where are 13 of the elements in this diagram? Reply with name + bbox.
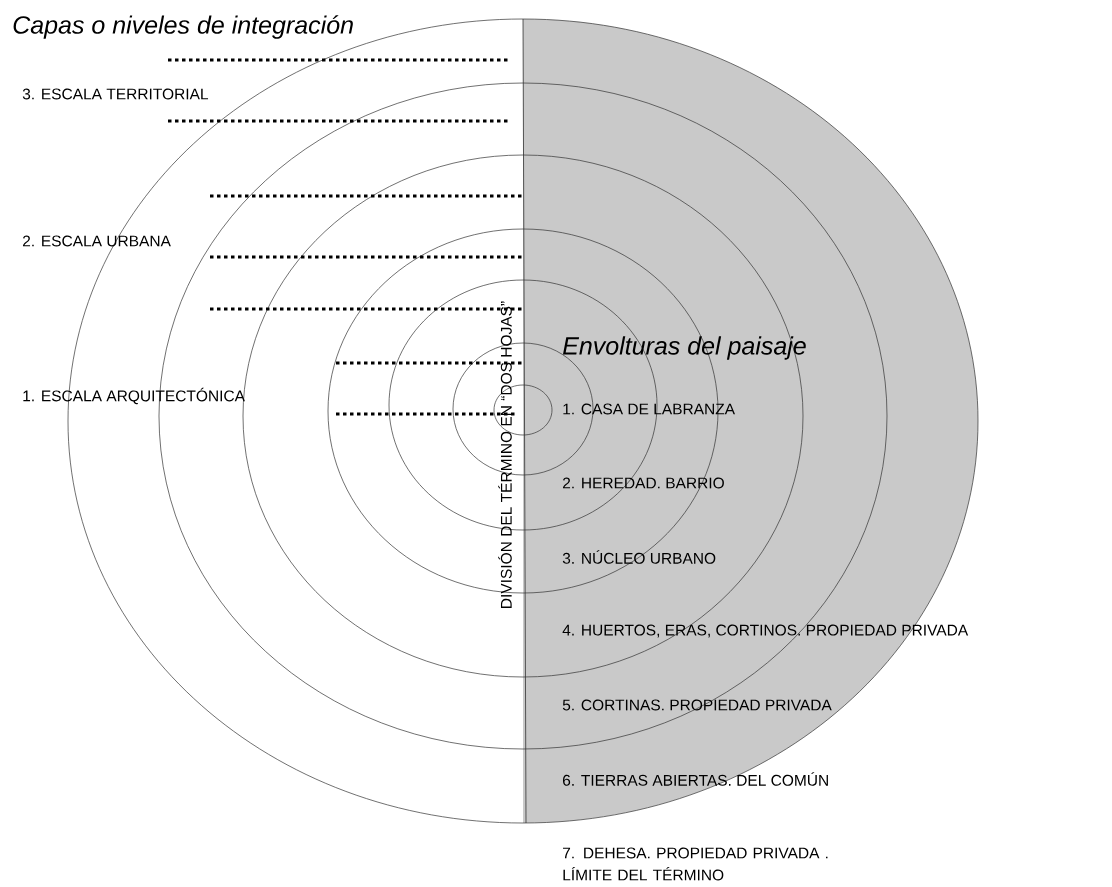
scale-label: 1. CASA DE LABRANZA [563,403,735,415]
scale-label: 3. ESCALA TERRITORIAL [22,88,209,100]
scale-label: 1. ESCALA ARQUITECTÓNICA [23,387,245,405]
scale-label: 2. ESCALA URBANA [23,235,171,247]
scale-label: 2. HEREDAD. BARRIO [563,477,724,489]
scale-label: 7. DEHESA. PROPIEDAD PRIVADA . LÍMITE DEL TÉRMINO [563,847,828,881]
scale-label: 5. CORTINAS. PROPIEDAD PRIVADA [562,699,832,711]
scale-label: 3. NÚCLEO URBANO [562,550,716,564]
scale-label: 6. TIERRAS ABIERTAS. DEL COMÚN [563,772,828,786]
heading: Envolturas del paisaje [562,336,806,360]
scale-label: 4. HUERTOS, ERAS, CORTINOS. PROPIEDAD PRIVADA [562,624,969,638]
heading: Capas o niveles de integración [13,15,353,39]
scale-label: DIVISIÓN DEL TÉRMINO EN “DOS HOJAS” [498,301,512,608]
